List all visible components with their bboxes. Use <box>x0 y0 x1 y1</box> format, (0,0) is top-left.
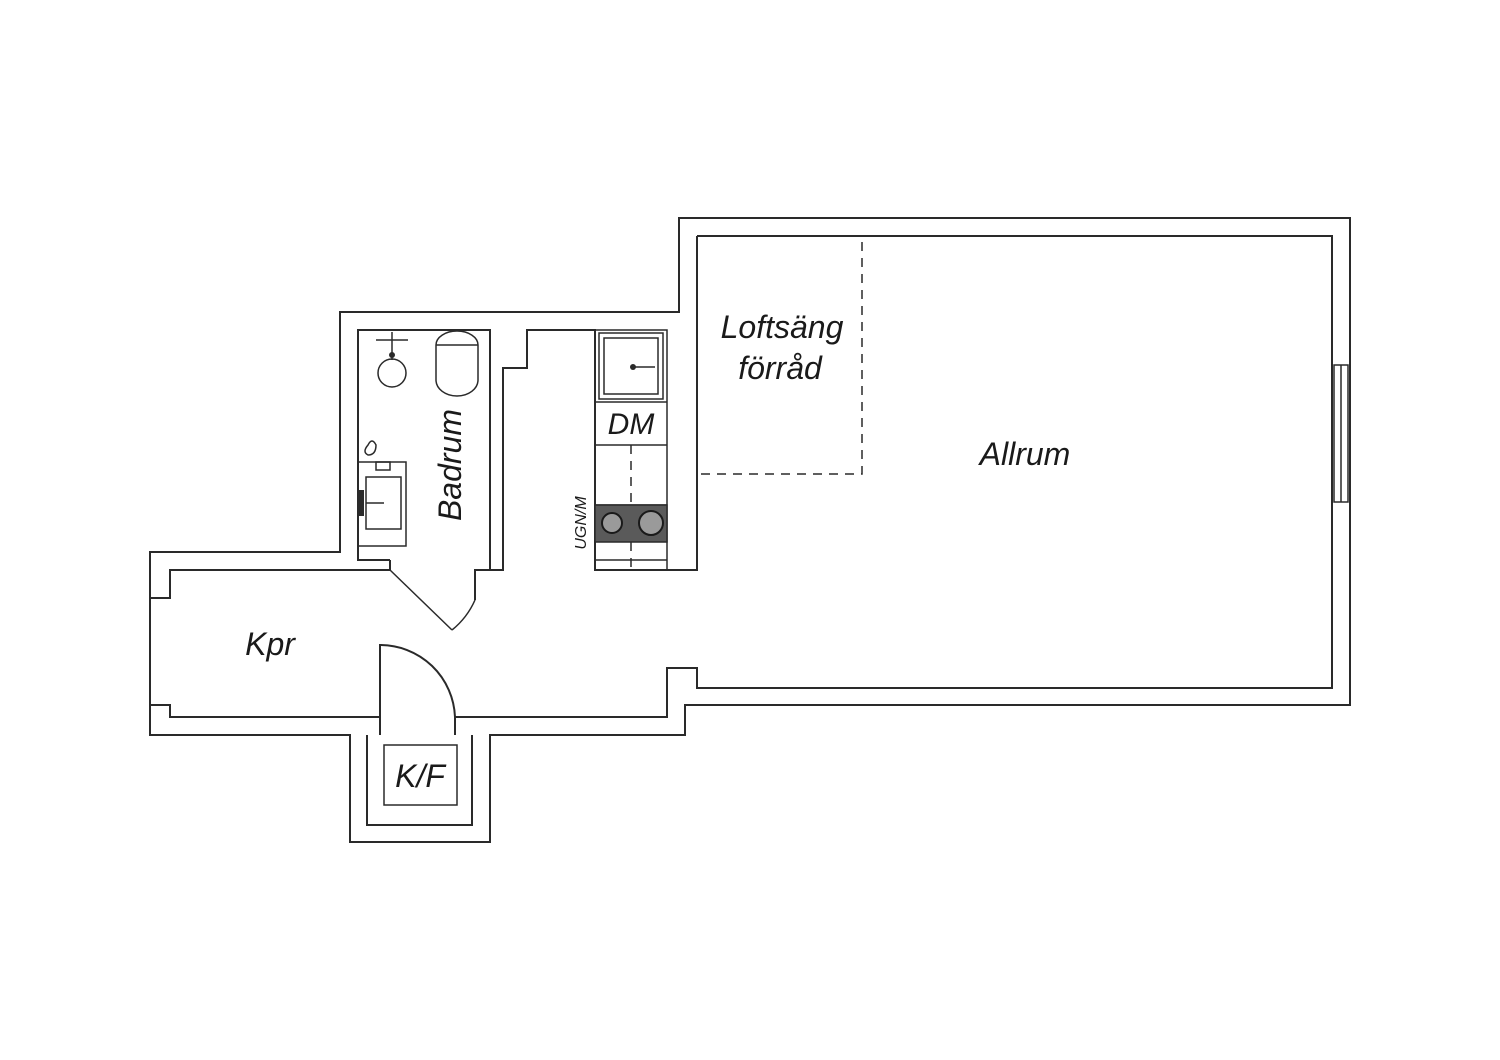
kitchen-counter <box>594 329 668 571</box>
inner-wall-main <box>455 235 1333 718</box>
shower-icon <box>376 332 408 388</box>
kitchen-label-ugn: UGN/M <box>573 496 590 550</box>
room-label-badrum: Badrum <box>432 409 468 521</box>
kitchen-sink <box>598 332 664 400</box>
room-label-loft-line1: Loftsäng <box>721 309 844 345</box>
kitchen-label-dm: DM <box>608 408 655 441</box>
stove-burner <box>601 512 623 534</box>
toilet-icon <box>435 330 479 397</box>
closet-inner <box>383 744 458 806</box>
room-label-kf: K/F <box>395 758 447 794</box>
inner-wall-kpr <box>150 704 380 718</box>
washbasin-icon <box>357 440 407 547</box>
bathroom-wall <box>357 329 491 571</box>
outer-wall <box>149 217 1351 843</box>
loft-area <box>697 242 863 475</box>
room-label-loft-line2: förråd <box>738 350 823 386</box>
closet-wall <box>366 735 473 826</box>
inner-wall-kpr-top <box>150 560 391 599</box>
stove-burner <box>638 510 664 536</box>
room-label-allrum: Allrum <box>978 436 1071 472</box>
entrance-door <box>379 643 456 735</box>
kitchen-sink-basin <box>603 337 659 395</box>
bathroom-door <box>389 569 476 631</box>
room-label-kpr: Kpr <box>245 626 296 662</box>
